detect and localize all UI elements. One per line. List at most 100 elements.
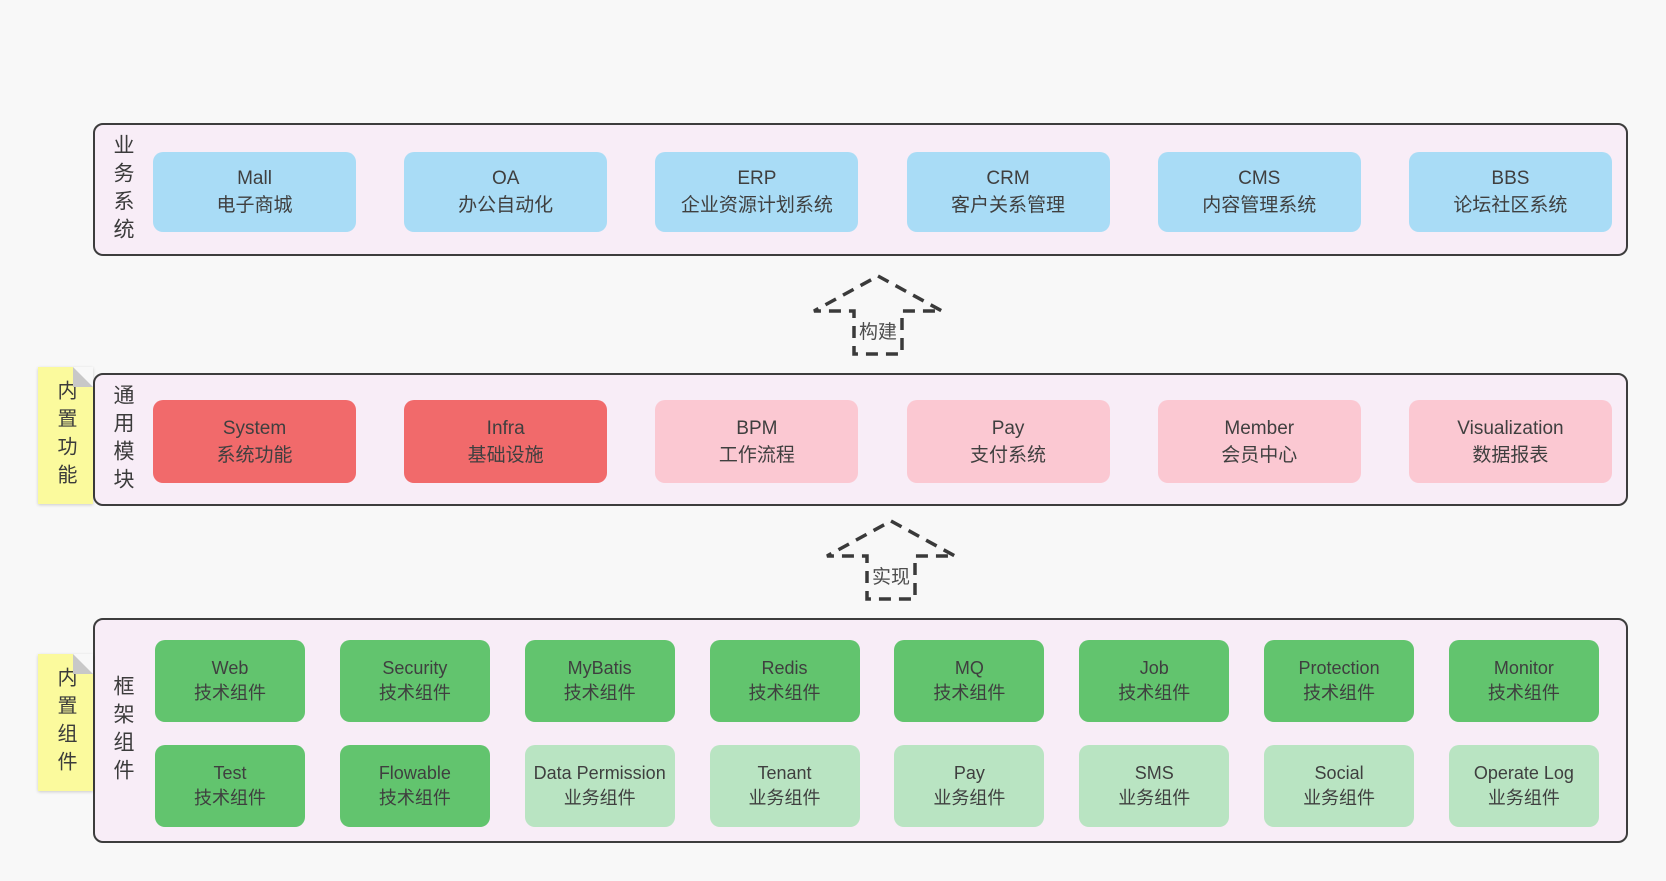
box-title: Flowable (378, 763, 451, 783)
sticky-note-builtin-components: 内置组件 (38, 654, 93, 791)
box-web: Web 技术组件 (155, 640, 305, 722)
box-bpm: BPM 工作流程 (655, 400, 859, 483)
box-title: OA (491, 168, 520, 189)
box-subtitle: 技术组件 (933, 683, 1006, 703)
box-title: Monitor (1493, 658, 1554, 678)
box-title: Pay (991, 417, 1025, 439)
box-sms: SMS 业务组件 (1079, 745, 1230, 827)
folded-corner-icon (73, 367, 93, 387)
box-subtitle: 会员中心 (1221, 444, 1298, 466)
box-monitor: Monitor 技术组件 (1448, 640, 1599, 722)
arrow-implement-label: 实现 (868, 561, 914, 590)
box-subtitle: 电子商城 (216, 195, 293, 216)
box-mq: MQ 技术组件 (894, 640, 1045, 722)
arrow-build: 构建 (812, 274, 944, 356)
box-bbs: BBS 论坛社区系统 (1408, 152, 1612, 232)
band-common-modules-label: 通用模块 (111, 383, 134, 496)
box-title: CRM (986, 168, 1030, 189)
box-subtitle: 客户关系管理 (951, 195, 1066, 216)
box-subtitle: 技术组件 (1487, 683, 1560, 703)
box-cms: CMS 内容管理系统 (1157, 152, 1361, 232)
box-subtitle: 技术组件 (563, 683, 636, 703)
sticky-note-text: 内置功能 (54, 379, 76, 492)
box-mybatis: MyBatis 技术组件 (524, 640, 675, 722)
box-title: Pay (953, 763, 985, 783)
arrow-build-label: 构建 (855, 316, 901, 345)
box-redis: Redis 技术组件 (709, 640, 860, 722)
box-title: Test (213, 763, 247, 783)
box-title: MyBatis (567, 658, 632, 678)
box-flowable: Flowable 技术组件 (339, 745, 490, 827)
arrow-implement: 实现 (825, 519, 957, 601)
box-title: Mall (237, 168, 272, 189)
band-common-modules: 通用模块 System 系统功能 Infra 基础设施 BPM 工作流程 Pay 支付系统 Me… (93, 373, 1628, 506)
box-pay: Pay 支付系统 (906, 400, 1110, 483)
box-title: Operate Log (1473, 763, 1574, 783)
box-operate-log: Operate Log 业务组件 (1448, 745, 1599, 827)
box-title: Redis (761, 658, 808, 678)
band-business-systems: 业务系统 Mall 电子商城 OA 办公自动化 ERP 企业资源计划系统 CRM 客户关系管理… (93, 123, 1628, 256)
box-system: System 系统功能 (153, 400, 356, 483)
box-member: Member 会员中心 (1157, 400, 1361, 483)
box-mall: Mall 电子商城 (153, 152, 356, 232)
box-title: Infra (486, 417, 525, 439)
box-title: System (222, 417, 287, 439)
dashed-up-arrow-icon (813, 274, 943, 356)
box-subtitle: 系统功能 (216, 444, 293, 466)
box-title: ERP (737, 168, 777, 189)
box-subtitle: 业务组件 (1118, 788, 1191, 808)
box-title: MQ (954, 658, 984, 678)
sticky-note-text: 内置组件 (54, 666, 76, 779)
box-subtitle: 内容管理系统 (1202, 195, 1317, 216)
box-subtitle: 办公自动化 (458, 195, 554, 216)
box-title: Web (211, 658, 249, 678)
box-title: Tenant (757, 763, 812, 783)
box-title: Job (1139, 658, 1169, 678)
box-erp: ERP 企业资源计划系统 (655, 152, 859, 232)
box-subtitle: 业务组件 (1303, 788, 1376, 808)
box-infra: Infra 基础设施 (404, 400, 608, 483)
box-subtitle: 业务组件 (563, 788, 636, 808)
business-systems-row: Mall 电子商城 OA 办公自动化 ERP 企业资源计划系统 CRM 客户关系管理 CMS 内容… (153, 152, 1612, 232)
box-subtitle: 数据报表 (1472, 444, 1549, 466)
box-subtitle: 基础设施 (467, 444, 544, 466)
box-title: CMS (1238, 168, 1281, 189)
box-subtitle: 技术组件 (748, 683, 821, 703)
band-business-systems-label: 业务系统 (111, 133, 134, 246)
box-subtitle: 工作流程 (718, 444, 795, 466)
box-title: Visualization (1457, 417, 1564, 439)
folded-corner-icon (73, 654, 93, 674)
box-oa: OA 办公自动化 (404, 152, 608, 232)
box-subtitle: 技术组件 (378, 788, 451, 808)
dashed-up-arrow-icon (826, 519, 956, 601)
box-subtitle: 技术组件 (378, 683, 451, 703)
box-crm: CRM 客户关系管理 (906, 152, 1110, 232)
box-subtitle: 论坛社区系统 (1453, 195, 1568, 216)
box-job: Job 技术组件 (1079, 640, 1230, 722)
box-subtitle: 业务组件 (1487, 788, 1560, 808)
box-title: BBS (1491, 168, 1530, 189)
box-subtitle: 支付系统 (970, 444, 1047, 466)
box-subtitle: 企业资源计划系统 (680, 195, 833, 216)
box-title: SMS (1134, 763, 1174, 783)
box-title: Member (1224, 417, 1295, 439)
box-subtitle: 技术组件 (1303, 683, 1376, 703)
box-title: BPM (736, 417, 778, 439)
box-title: Data Permission (533, 763, 666, 783)
sticky-note-builtin-functions: 内置功能 (38, 367, 93, 504)
box-subtitle: 技术组件 (1118, 683, 1191, 703)
box-title: Security (382, 658, 448, 678)
box-security: Security 技术组件 (339, 640, 490, 722)
box-subtitle: 技术组件 (194, 683, 266, 703)
band-framework-components-label: 框架组件 (111, 674, 134, 787)
box-data-permission: Data Permission 业务组件 (524, 745, 675, 827)
